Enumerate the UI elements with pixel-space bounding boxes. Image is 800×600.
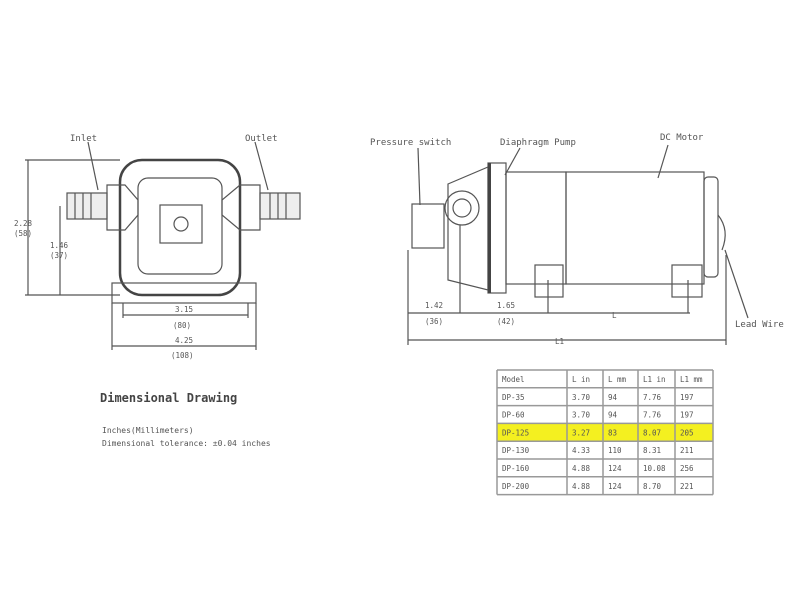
table-cell: 7.76 (643, 393, 662, 402)
table-cell: 4.88 (572, 482, 591, 491)
outlet-port (259, 192, 301, 220)
model-dimension-table: Model L in L mm L1 in L1 mm DP-35 3.70 94 7.76 19… (496, 369, 714, 496)
table-cell: 205 (680, 428, 694, 437)
table-header-cell: Model (502, 375, 525, 384)
dim-a-mm: (36) (425, 317, 443, 326)
port-height-dim: 1.46 (50, 241, 69, 250)
tolerance-note: Dimensional tolerance: ±0.04 inches (102, 439, 271, 448)
base-outer-dim: 4.25 (175, 336, 193, 345)
pump-body-inner (137, 177, 223, 275)
inlet-label: Inlet (70, 134, 97, 144)
inlet-port (66, 192, 108, 220)
switch-screw-icon (173, 216, 189, 232)
table-row (497, 423, 713, 442)
diaphragm-pump-label: Diaphragm Pump (500, 138, 576, 148)
pump-body-outline (118, 158, 242, 297)
pressure-switch-face (159, 204, 203, 244)
table-header-cell: L mm (608, 375, 627, 384)
table-cell: 256 (680, 464, 694, 473)
pressure-switch-label: Pressure switch (370, 138, 451, 148)
table-cell: 8.07 (643, 428, 661, 437)
table-cell: 8.70 (643, 482, 662, 491)
table-cell: 3.27 (572, 428, 590, 437)
height-dim-mm: (58) (14, 229, 32, 238)
dc-motor-label: DC Motor (660, 133, 704, 143)
drawing-title: Dimensional Drawing (100, 391, 237, 405)
table-cell: 94 (608, 411, 618, 420)
table-cell: 124 (608, 464, 622, 473)
table-header-row (497, 370, 713, 388)
table-cell: 4.88 (572, 464, 591, 473)
dim-b-mm: (42) (497, 317, 515, 326)
base-outer-dim-mm: (108) (171, 351, 194, 360)
table-cell: 8.31 (643, 446, 661, 455)
table-cell: DP-125 (502, 428, 529, 437)
table-cell: 197 (680, 411, 694, 420)
notes: Dimensional Drawing Inches(Millimeters) … (100, 391, 271, 448)
dim-b: 1.65 (497, 301, 515, 310)
table-cell: 10.08 (643, 464, 666, 473)
table-row (497, 387, 713, 406)
table-row (497, 459, 713, 477)
pressure-switch (411, 203, 445, 249)
dim-a: 1.42 (425, 301, 443, 310)
table-row (497, 405, 713, 424)
units-note: Inches(Millimeters) (102, 426, 194, 435)
dim-l: L (612, 311, 617, 320)
table-cell: 94 (608, 393, 618, 402)
side-view: Pressure switch Diaphragm Pump DC Motor … (370, 133, 784, 346)
dim-l1: L1 (555, 337, 564, 346)
table-cell: 197 (680, 393, 694, 402)
table-cell: 3.70 (572, 411, 591, 420)
table-cell: 221 (680, 482, 694, 491)
table-cell: DP-35 (502, 393, 525, 402)
table-cell: DP-60 (502, 411, 525, 420)
lead-wire-label: Lead Wire (735, 320, 784, 330)
height-dim: 2.28 (14, 219, 33, 228)
table-cell: DP-200 (502, 482, 530, 491)
outlet-label: Outlet (245, 134, 278, 144)
base-inner-dim: 3.15 (175, 305, 193, 314)
base-inner-dim-mm: (80) (173, 321, 191, 330)
table-cell: 83 (608, 428, 617, 437)
table-header-cell: L1 mm (680, 375, 703, 384)
table-cell: 110 (608, 446, 622, 455)
front-view: Inlet Outlet 2.28 (58) 1.46 (37) 3.15 (8… (14, 134, 301, 360)
table-row (497, 476, 713, 495)
table-cell: 211 (680, 446, 694, 455)
port-height-dim-mm: (37) (50, 251, 68, 260)
table-header-cell: L1 in (643, 375, 666, 384)
table-cell: DP-160 (502, 464, 530, 473)
table-header-cell: L in (572, 375, 590, 384)
table-row (497, 441, 713, 459)
table-cell: 4.33 (572, 446, 590, 455)
table-cell: DP-130 (502, 446, 530, 455)
table-cell: 124 (608, 482, 622, 491)
table-cell: 3.70 (572, 393, 591, 402)
table-cell: 7.76 (643, 411, 662, 420)
pump-flange (488, 163, 491, 293)
